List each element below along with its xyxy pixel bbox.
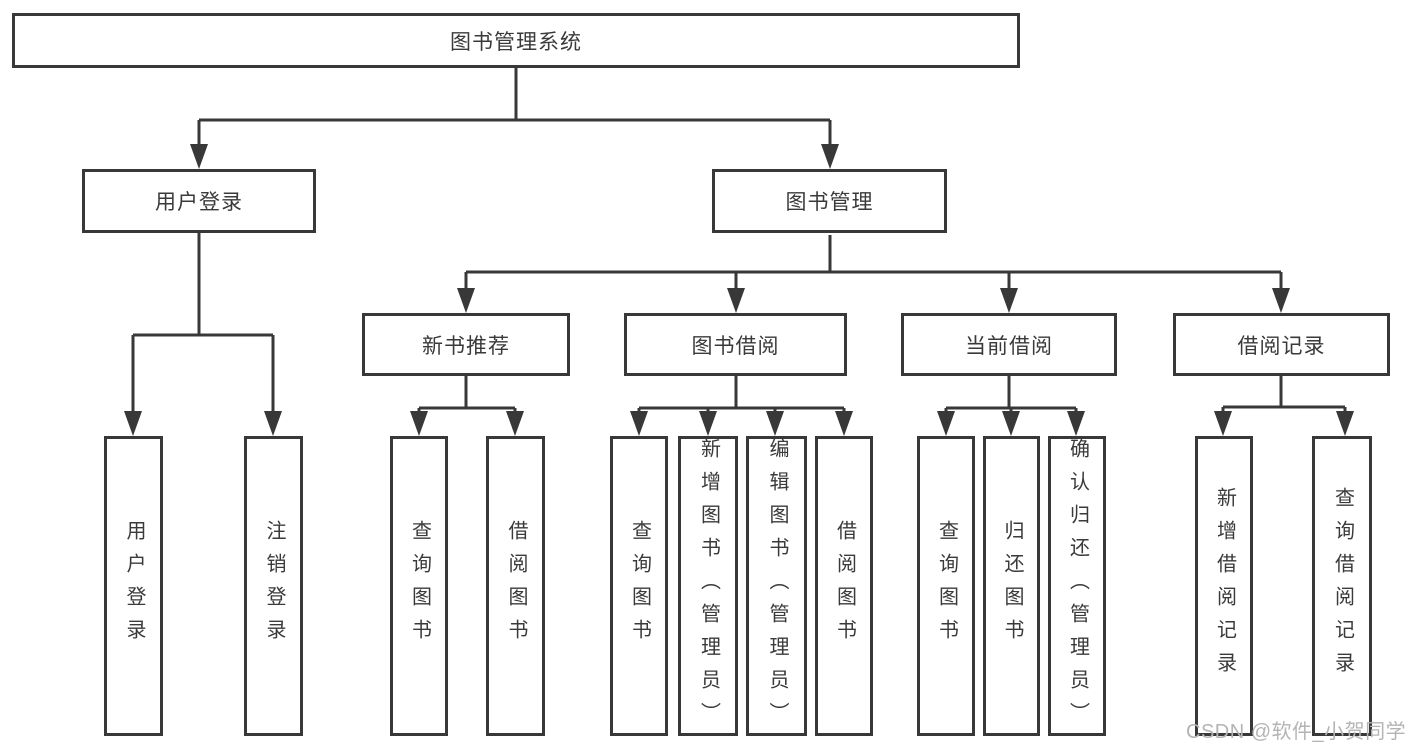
connector-book-management-groups bbox=[457, 235, 1290, 313]
connector-book-borrow-children bbox=[630, 376, 853, 436]
node-current-borrow: 当前借阅 bbox=[901, 313, 1117, 376]
connector-borrow-records-children bbox=[1214, 376, 1354, 436]
leaf-query-books-label: 查询图书 bbox=[408, 520, 431, 652]
leaf-logout: 注销登录 bbox=[244, 436, 303, 736]
node-borrow-records-label: 借阅记录 bbox=[1237, 334, 1326, 358]
connector-user-login-children bbox=[124, 233, 282, 436]
leaf-user-login-label: 用户登录 bbox=[123, 520, 145, 652]
leaf-borrow-books-label: 借阅图书 bbox=[833, 520, 856, 652]
leaf-query-books-label: 查询图书 bbox=[935, 520, 958, 652]
leaf-confirm-return-admin: 确认归还（管理员） bbox=[1048, 436, 1106, 736]
leaf-return-books: 归还图书 bbox=[983, 436, 1040, 736]
node-book-management-label: 图书管理 bbox=[785, 191, 874, 214]
node-user-login-label: 用户登录 bbox=[155, 191, 243, 214]
node-root-system: 图书管理系统 bbox=[12, 13, 1020, 68]
connector-root-to-level1 bbox=[190, 68, 839, 169]
node-book-borrow: 图书借阅 bbox=[624, 313, 847, 376]
leaf-query-books: 查询图书 bbox=[917, 436, 975, 736]
connector-new-book-recommend-children bbox=[410, 376, 524, 436]
node-current-borrow-label: 当前借阅 bbox=[965, 334, 1053, 358]
leaf-add-books-admin: 新增图书（管理员） bbox=[678, 436, 738, 736]
leaf-add-borrow-record: 新增借阅记录 bbox=[1195, 436, 1253, 736]
leaf-edit-books-admin-label: 编辑图书（管理员） bbox=[766, 437, 788, 735]
leaf-add-borrow-record-label: 新增借阅记录 bbox=[1213, 487, 1236, 685]
leaf-edit-books-admin: 编辑图书（管理员） bbox=[746, 436, 807, 736]
csdn-watermark: CSDN @软件_小贺同学 bbox=[1186, 721, 1405, 743]
node-borrow-records: 借阅记录 bbox=[1173, 313, 1390, 376]
leaf-confirm-return-admin-label: 确认归还（管理员） bbox=[1066, 437, 1089, 735]
leaf-add-books-admin-label: 新增图书（管理员） bbox=[697, 437, 720, 735]
leaf-borrow-books: 借阅图书 bbox=[815, 436, 873, 736]
node-book-borrow-label: 图书借阅 bbox=[691, 334, 780, 358]
leaf-query-books: 查询图书 bbox=[610, 436, 668, 736]
leaf-borrow-books-label: 借阅图书 bbox=[505, 520, 527, 652]
node-book-management: 图书管理 bbox=[712, 169, 947, 233]
leaf-query-borrow-record-label: 查询借阅记录 bbox=[1331, 487, 1354, 685]
node-user-login: 用户登录 bbox=[82, 169, 316, 233]
leaf-return-books-label: 归还图书 bbox=[1001, 520, 1023, 652]
node-new-book-recommend-label: 新书推荐 bbox=[422, 334, 510, 358]
leaf-query-books-label: 查询图书 bbox=[628, 520, 651, 652]
leaf-borrow-books: 借阅图书 bbox=[486, 436, 545, 736]
connector-current-borrow-children bbox=[937, 376, 1085, 436]
node-new-book-recommend: 新书推荐 bbox=[362, 313, 570, 376]
leaf-query-books: 查询图书 bbox=[390, 436, 448, 736]
node-root-label: 图书管理系统 bbox=[450, 30, 582, 54]
leaf-query-borrow-record: 查询借阅记录 bbox=[1312, 436, 1372, 736]
leaf-user-login: 用户登录 bbox=[104, 436, 163, 736]
leaf-logout-label: 注销登录 bbox=[263, 520, 285, 652]
